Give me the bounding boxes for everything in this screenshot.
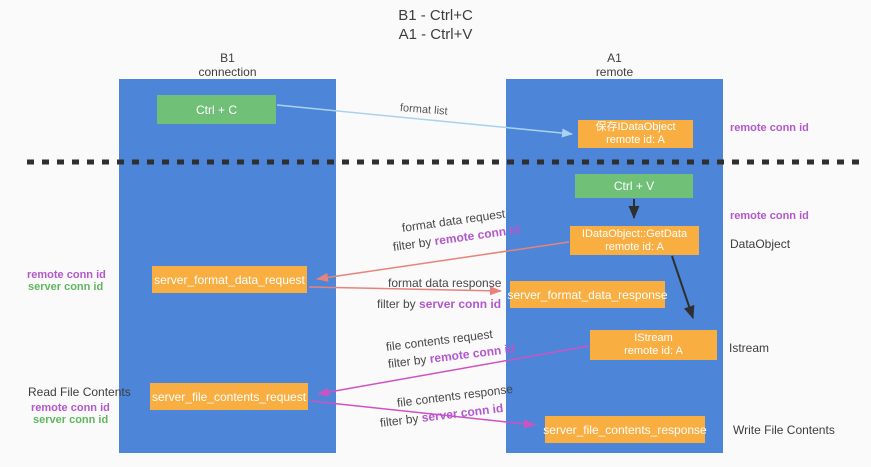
format-data-response-label: format data response <box>388 276 502 290</box>
server-file-contents-response-box: server_file_contents_response <box>543 416 707 443</box>
server-file-contents-request-box: server_file_contents_request <box>150 383 308 410</box>
lifeline-a1-name: A1 <box>607 51 622 65</box>
server-format-data-response-box: server_format_data_response <box>507 281 668 308</box>
diagram-title: B1 - Ctrl+C A1 - Ctrl+V <box>0 6 871 44</box>
server-format-data-request-label: server_format_data_request <box>154 272 305 287</box>
title-line-1: B1 - Ctrl+C <box>398 7 473 24</box>
lifeline-b1-name: B1 <box>220 51 235 65</box>
ctrl-v-label: Ctrl + V <box>613 179 655 193</box>
getdata-title: IDataObject::GetData <box>581 227 688 240</box>
filter-by-text: filter by <box>387 351 431 371</box>
ctrl-c-label: Ctrl + C <box>195 102 237 117</box>
remote-conn-id-label-getdata: remote conn id <box>730 210 809 222</box>
title-line-2: A1 - Ctrl+V <box>398 26 473 43</box>
filter-by-text: filter by <box>392 234 436 254</box>
istream-box: IStream remote id: A <box>590 330 717 360</box>
ctrl-c-box: Ctrl + C <box>157 95 276 124</box>
lifeline-header-b1: B1 connection <box>119 51 336 79</box>
dataobject-label: DataObject <box>730 237 791 251</box>
format-list-arrow-label: format list <box>399 102 449 118</box>
server-conn-id-label-format: server conn id <box>28 281 104 293</box>
save-idataobject-box: 保存IDataObject remote id: A <box>578 120 693 148</box>
remote-conn-id-label-file: remote conn id <box>31 402 110 414</box>
server-conn-id-text: server conn id <box>419 297 502 311</box>
filter-by-text: filter by <box>379 410 423 430</box>
server-file-contents-request-label: server_file_contents_request <box>151 389 307 404</box>
lifeline-b1-role: connection <box>198 65 257 79</box>
server-file-contents-response-label: server_file_contents_response <box>543 422 707 437</box>
filter-by-text: filter by <box>377 297 420 311</box>
getdata-remote-id: remote id: A <box>605 240 664 253</box>
remote-conn-id-label-format: remote conn id <box>27 269 106 281</box>
format-response-filter-label: filter by server conn id <box>377 297 501 311</box>
istream-remote-id: remote id: A <box>624 345 683 357</box>
read-file-contents-label: Read File Contents <box>28 385 131 399</box>
idataobject-getdata-box: IDataObject::GetData remote id: A <box>570 226 699 255</box>
istream-side-label: Istream <box>729 341 770 355</box>
lifeline-a1-role: remote <box>595 65 634 79</box>
ctrl-v-box: Ctrl + V <box>575 174 693 198</box>
write-file-contents-label: Write File Contents <box>733 423 835 437</box>
save-idataobject-remote-id: remote id: A <box>606 134 665 146</box>
server-format-data-response-label: server_format_data_response <box>507 287 668 302</box>
server-conn-id-label-file: server conn id <box>33 414 109 426</box>
save-idataobject-title: 保存IDataObject <box>595 121 676 133</box>
server-format-data-request-box: server_format_data_request <box>152 266 307 293</box>
remote-conn-id-label-save: remote conn id <box>730 122 809 134</box>
istream-title: IStream <box>634 332 673 344</box>
lifeline-header-a1: A1 remote <box>506 51 723 79</box>
